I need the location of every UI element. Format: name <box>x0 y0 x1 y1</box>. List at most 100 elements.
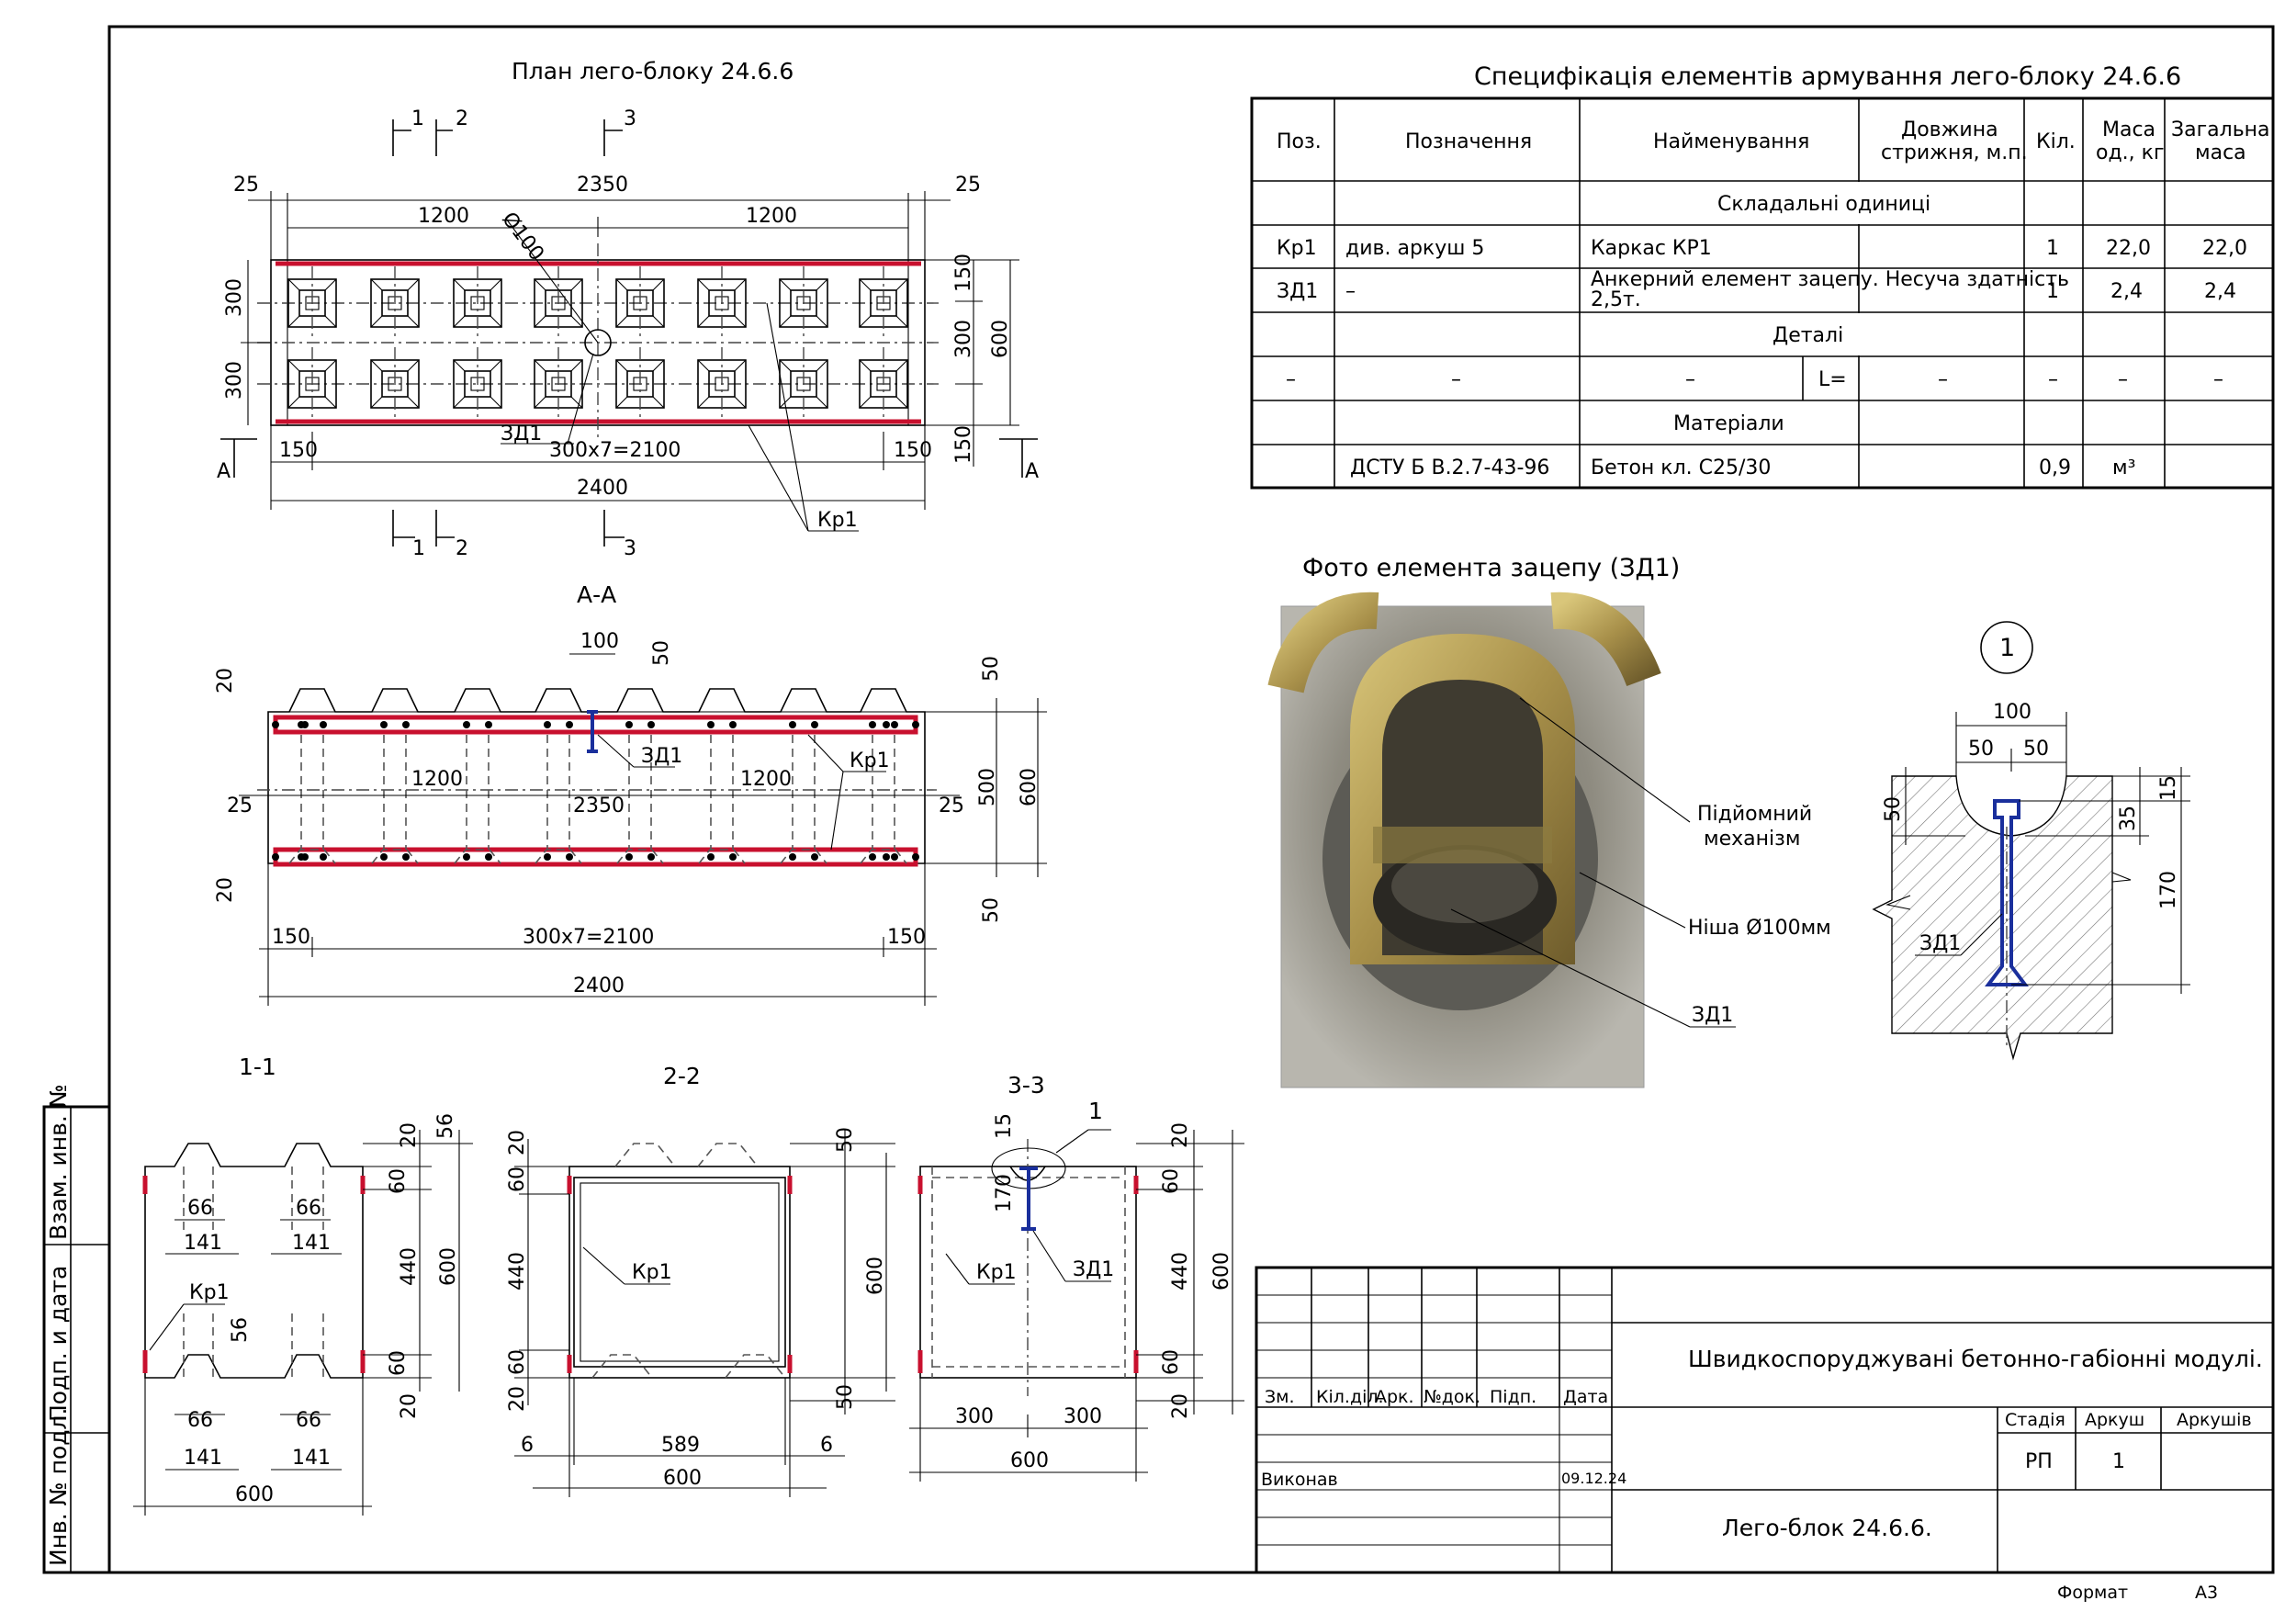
sec33-dim-170: 170 <box>993 1174 1016 1212</box>
sec11-title: 1-1 <box>239 1054 276 1080</box>
plan-dim-300b: 300 <box>223 361 246 400</box>
spec-r3-len: – <box>1938 368 1948 391</box>
bar-dot <box>463 853 470 861</box>
bar-dot <box>789 853 796 861</box>
sec33-label-1: 1 <box>1088 1098 1103 1124</box>
bar-dot <box>789 721 796 728</box>
lifting-pocket <box>697 347 747 421</box>
spec-r3-qty: – <box>2048 368 2058 391</box>
lifting-pocket <box>370 266 420 340</box>
sec33-dim-15: 15 <box>993 1113 1016 1139</box>
bar-dot <box>463 721 470 728</box>
spec-h-mass2: од., кг <box>2096 141 2165 164</box>
plan-dim-2100: 300x7=2100 <box>549 439 681 462</box>
tb-format-label: Формат <box>2057 1583 2128 1603</box>
lifting-pocket <box>453 347 502 421</box>
bar-dot <box>566 721 573 728</box>
detail1-dim-50a: 50 <box>1968 738 1994 761</box>
tb-sheet-name: Лего-блок 24.6.6. <box>1722 1515 1932 1541</box>
bar-dot <box>380 853 388 861</box>
spec-h-name: Найменування <box>1653 130 1809 153</box>
sec11-dim-141d: 141 <box>292 1447 331 1470</box>
bar-dot <box>485 721 492 728</box>
plan-dim-phi: Ø100 <box>497 209 548 265</box>
bar-dot <box>647 721 655 728</box>
anchor-photo-block: Фото елемента зацепу (ЗД1) Підйомний мех… <box>1267 554 1831 1088</box>
aa-dim-2350: 2350 <box>573 795 625 817</box>
spec-r1-name: Каркас КР1 <box>1591 237 1712 260</box>
sec11-dim-600v: 600 <box>437 1247 460 1286</box>
bar-dot <box>707 853 715 861</box>
sec22-dim-600v: 600 <box>864 1257 887 1295</box>
sec33-dim-20b: 20 <box>1169 1393 1192 1419</box>
spec-r1-qty: 1 <box>2046 237 2059 260</box>
spec-r4-name: Бетон кл. С25/30 <box>1591 456 1771 479</box>
bar-dot <box>912 853 919 861</box>
detail1-num: 1 <box>1999 634 2015 662</box>
spec-r3-pos: – <box>1286 368 1296 391</box>
sec11-dim-141a: 141 <box>184 1232 222 1255</box>
tb-arkush: 1 <box>2112 1450 2125 1473</box>
plan-dim-600: 600 <box>989 320 1012 358</box>
aa-dim-600: 600 <box>1018 768 1041 806</box>
bar-dot <box>811 721 818 728</box>
sec11-dim-66d: 66 <box>296 1409 321 1432</box>
detail1-dim-15: 15 <box>2157 775 2180 801</box>
title-block: Зм. Кіл.діл. Арк. №док. Підп. Дата Викон… <box>1255 1266 2275 1603</box>
spec-r1-mass: 22,0 <box>2106 237 2151 260</box>
detail1-dim-170: 170 <box>2157 871 2180 909</box>
aa-dim-500: 500 <box>976 768 999 806</box>
section-aa-title: А-А <box>577 581 616 608</box>
bottom-notch <box>616 849 664 864</box>
tb-col-ndok: №док. <box>1424 1387 1480 1407</box>
spec-title: Специфікація елементів армування лего-бл… <box>1474 62 2181 91</box>
spec-r2-name1: Анкерний елемент зацепу. Несуча здатніст… <box>1591 268 2069 291</box>
spec-h-total1: Загальна <box>2171 118 2270 141</box>
spec-group-details: Деталі <box>1773 324 1843 347</box>
section-aa: А-А 100 50 20 50 1200 1200 2350 25 25 50… <box>214 581 1047 1006</box>
spec-r3-name: – <box>1685 368 1695 391</box>
sec22-dim-60b: 60 <box>506 1349 529 1375</box>
spec-group-assemblies: Складальні одиниці <box>1717 193 1930 216</box>
aa-dim-1200a: 1200 <box>411 768 463 791</box>
lifting-pocket <box>779 266 828 340</box>
spec-r3-desig: – <box>1451 368 1461 391</box>
sec33-dim-440: 440 <box>1169 1252 1192 1291</box>
sec33-dim-600: 600 <box>1010 1449 1049 1472</box>
tb-format: А3 <box>2195 1583 2218 1603</box>
lifting-pocket <box>615 347 665 421</box>
lifting-pocket <box>697 266 747 340</box>
sec11-dim-60a: 60 <box>387 1168 410 1194</box>
plan-dim-1200b: 1200 <box>746 205 797 228</box>
bottom-notch <box>535 849 582 864</box>
bar-dot <box>883 721 890 728</box>
sec22-dim-50b: 50 <box>834 1384 857 1410</box>
bar-dot <box>272 853 279 861</box>
aa-dim-50b: 50 <box>980 656 1003 682</box>
plan-dim-25b: 25 <box>955 174 981 197</box>
spec-h-len2: стрижня, м.п. <box>1881 141 2028 164</box>
aa-dim-20a: 20 <box>214 668 237 693</box>
photo-label-zd1: ЗД1 <box>1692 1004 1733 1027</box>
plan-dim-1200a: 1200 <box>418 205 469 228</box>
bar-dot <box>869 721 876 728</box>
tb-date: 09.12.24 <box>1561 1470 1626 1487</box>
plan-dim-150a: 150 <box>952 254 975 292</box>
bar-dot <box>544 853 551 861</box>
bar-dot <box>320 721 327 728</box>
sec33-title: 3-3 <box>1007 1072 1045 1099</box>
aa-bar-dots <box>272 721 919 861</box>
detail1-dim-50c: 50 <box>1882 796 1905 822</box>
spec-r2-qty: 1 <box>2046 280 2059 303</box>
bar-dot <box>891 721 898 728</box>
lifting-pocket <box>453 266 502 340</box>
detail1-label-zd1: ЗД1 <box>1919 932 1961 955</box>
plan-dim-25a: 25 <box>233 174 259 197</box>
lifting-pocket <box>287 347 337 421</box>
sec22-dim-6a: 6 <box>521 1434 534 1457</box>
sec11-dim-440: 440 <box>398 1247 421 1286</box>
bottom-notch <box>698 849 746 864</box>
lifting-pocket <box>859 266 908 340</box>
plan-dim-150c: 150 <box>279 439 318 462</box>
spec-group-materials: Матеріали <box>1673 412 1784 435</box>
